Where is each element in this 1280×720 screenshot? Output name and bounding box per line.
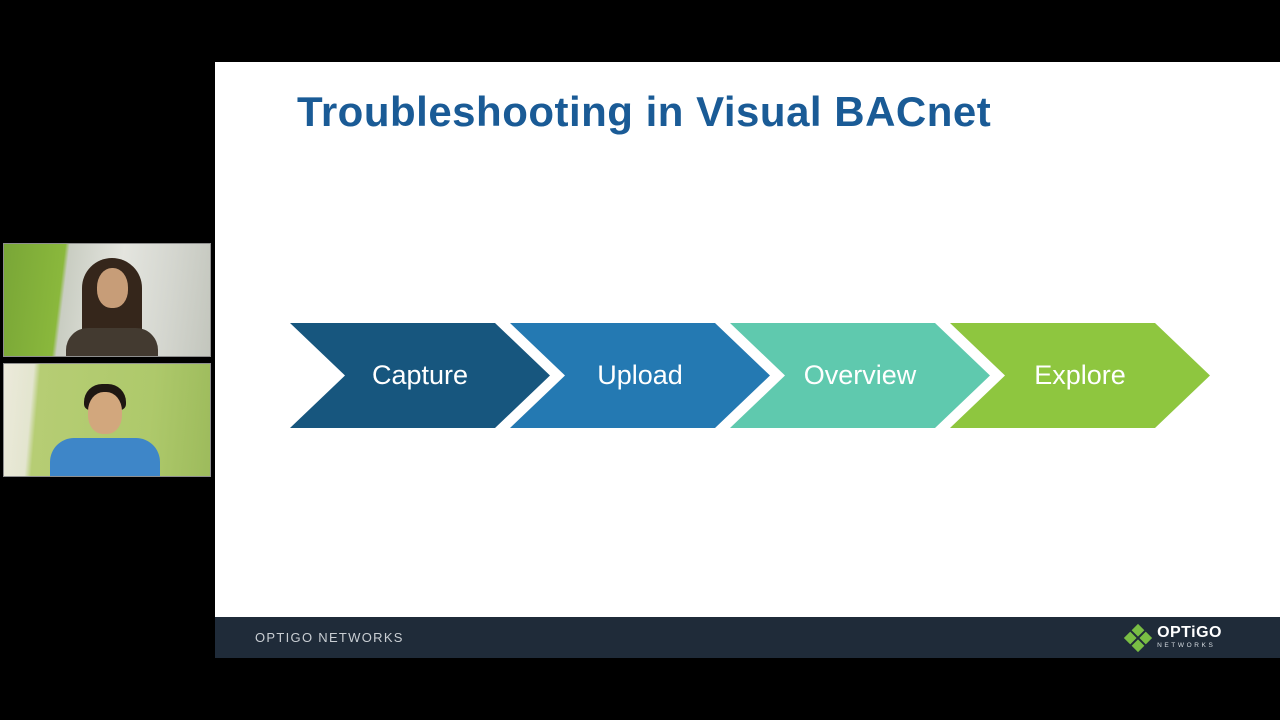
logo-brand-text: OPTiGO: [1157, 624, 1222, 642]
presenter-2-torso-shape: [50, 438, 160, 476]
process-step-overview: Overview: [730, 323, 990, 428]
process-step-label: Explore: [1034, 360, 1126, 390]
webcam-bottom: [3, 363, 211, 477]
diamond-cluster-icon: [1123, 623, 1153, 652]
process-flow-diagram: Capture Upload Overview Explore: [290, 323, 1210, 428]
slide-footer: OPTIGO NETWORKS OPTiGO NETWORKS: [215, 617, 1280, 658]
logo-text: OPTiGO NETWORKS: [1157, 625, 1222, 650]
slide-title: Troubleshooting in Visual BACnet: [297, 88, 992, 135]
optigo-logo: OPTiGO NETWORKS: [1123, 623, 1222, 652]
process-step-label: Overview: [803, 360, 917, 390]
process-step-label: Capture: [371, 360, 469, 390]
presenter-1-torso-shape: [66, 328, 158, 356]
presenter-1-face-shape: [97, 268, 128, 308]
presentation-slide: Troubleshooting in Visual BACnet Capture…: [215, 62, 1280, 658]
process-step-label: Upload: [597, 360, 683, 390]
process-step-capture: Capture: [290, 323, 550, 428]
presenter-2-face-shape: [88, 392, 122, 434]
webcam-top: [3, 243, 211, 357]
logo-sub-text: NETWORKS: [1157, 642, 1216, 650]
footer-company-text: OPTIGO NETWORKS: [255, 630, 404, 645]
